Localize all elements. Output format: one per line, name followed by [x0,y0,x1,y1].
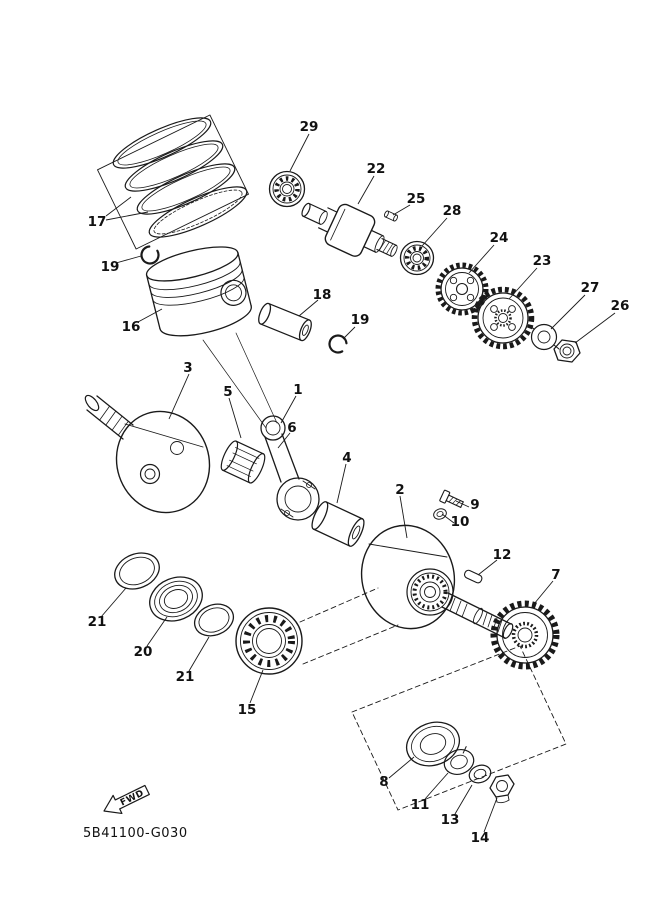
callout-16: 16 [122,319,141,335]
balancer-nut [553,339,581,363]
bearing-alignment-lines [299,587,399,665]
piston-ring-set [97,114,249,250]
shaft-end-group-box [351,645,567,811]
balancer-gear-large [471,286,535,350]
callout-11: 11 [411,797,430,813]
crank-half-left [84,394,211,514]
balancer-bearing-right [399,240,435,276]
crank-pin [311,501,365,547]
callout-9: 9 [470,497,479,513]
callout-6: 6 [287,420,296,436]
main-bearing [235,607,303,675]
spacer-ring-upper [114,552,160,590]
callout-2: 2 [395,482,404,498]
callout-14: 14 [471,830,490,846]
callout-27: 27 [581,280,600,296]
spring-washer [433,508,447,520]
callout-3: 3 [183,360,192,376]
plain-washer [468,764,492,784]
callout-17: 17 [88,214,107,230]
bolt [439,489,464,508]
callout-12: 12 [493,547,512,563]
dowel-pin [384,210,398,222]
piston [145,246,252,337]
needle-bearing [220,440,266,484]
callout-4: 4 [342,450,351,466]
balancer-gear-small [435,262,489,316]
drive-gear [490,600,560,670]
callout-13: 13 [441,812,460,828]
callout-15: 15 [238,702,257,718]
callout-23: 23 [533,253,552,269]
woodruff-key [463,569,483,584]
callout-7: 7 [551,567,560,583]
callout-24: 24 [490,230,509,246]
lock-washer-shaft [443,746,475,775]
spacer-ring-lower [193,603,235,637]
thrust-washer [405,721,461,767]
callout-21-lower: 21 [176,669,195,685]
assembly-lines [202,332,278,429]
balancer-bearing-left [268,170,306,208]
connecting-rod [260,415,320,521]
callout-19-top: 19 [101,259,120,275]
leader-lines [100,133,616,833]
piston-pin [258,302,312,342]
crank-half-right [360,524,514,639]
callout-10: 10 [451,514,470,530]
callout-29: 29 [300,119,319,135]
callout-20: 20 [134,644,153,660]
callout-8: 8 [379,774,388,790]
callout-22: 22 [367,161,386,177]
callout-5: 5 [223,384,232,400]
callout-1: 1 [293,382,302,398]
callout-28: 28 [443,203,462,219]
callout-18: 18 [313,287,332,303]
callout-21-upper: 21 [88,614,107,630]
fwd-indicator: FWD [103,784,150,815]
diagram-code: 5B41100-G030 [83,826,188,841]
callout-19-side: 19 [351,312,370,328]
balancer-shaft [301,202,398,257]
circlip-side-icon [328,334,348,354]
spring-collar [149,576,203,622]
circlip-top-icon [140,245,160,265]
tab-lock-washer [528,323,560,351]
shaft-nut [489,774,515,804]
callouts: 29 22 25 28 24 23 27 26 17 19 16 18 19 3… [88,119,630,846]
callout-25: 25 [407,191,426,207]
callout-26: 26 [611,298,630,314]
